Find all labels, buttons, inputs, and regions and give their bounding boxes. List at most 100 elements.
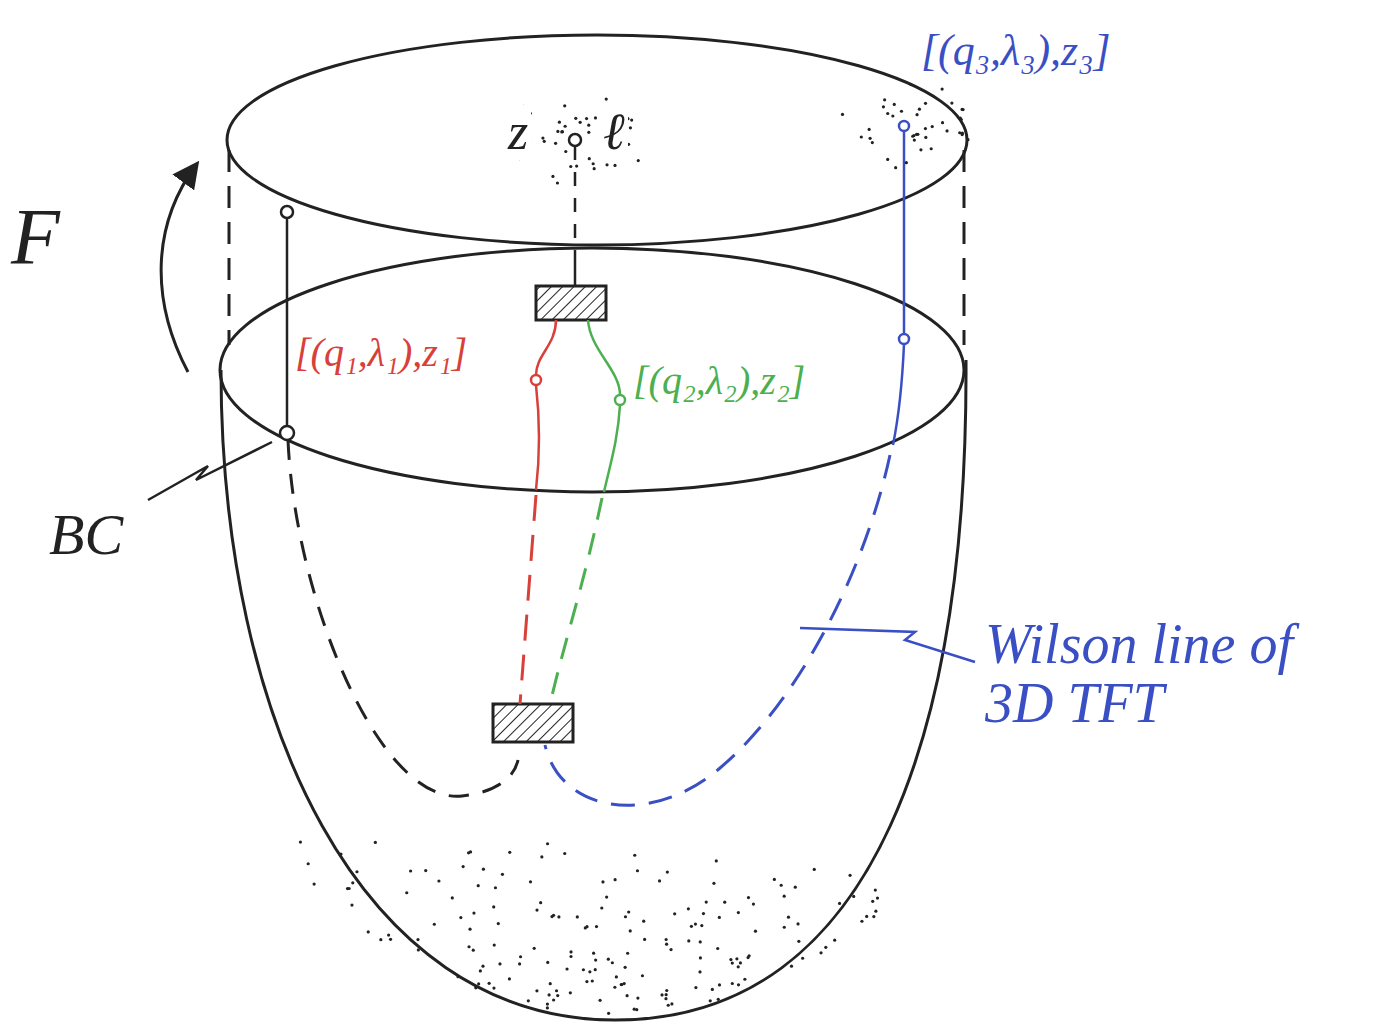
stipple-dot (437, 879, 440, 882)
stipple-dot (379, 938, 382, 941)
stipple-dot (574, 117, 577, 120)
stipple-dot (579, 121, 582, 124)
cylinder-edge (963, 150, 966, 345)
stipple-dot (669, 948, 672, 951)
stipple-dot (592, 952, 595, 955)
stipple-dot (389, 938, 392, 941)
stipple-dot (584, 926, 587, 929)
stipple-dot (576, 915, 579, 918)
stipple-dot (783, 895, 786, 898)
stipple-dot (623, 982, 626, 985)
stipple-dot (739, 961, 742, 964)
stipple-dot (614, 878, 617, 881)
stipple-dot (594, 116, 597, 119)
stipple-dot (558, 121, 561, 124)
stipple-dot (474, 986, 477, 989)
stipple-dot (886, 158, 889, 161)
stipple-dot (575, 164, 578, 167)
stipple-dot (737, 965, 740, 968)
stipple-dot (601, 880, 604, 883)
stipple-dot (801, 957, 804, 960)
stipple-dot (718, 983, 721, 986)
stipple-dot (797, 940, 800, 943)
stipple-dot (417, 948, 420, 951)
stipple-dot (961, 108, 964, 111)
stipple-dot (549, 982, 552, 985)
stipple-dot (893, 103, 896, 106)
stipple-dot (886, 112, 889, 115)
stipple-dot (660, 993, 663, 996)
stipple-dot (533, 947, 536, 950)
point-label: z (505, 105, 531, 160)
wilson-line-label: Wilson line of 3D TFT (982, 615, 1308, 733)
stipple-dot (747, 954, 750, 957)
stipple-dot (687, 939, 690, 942)
green-line (588, 320, 620, 395)
leader-line (148, 442, 272, 500)
stipple-dot (833, 939, 836, 942)
stipple-dot (872, 915, 875, 918)
stipple-dot (735, 957, 738, 960)
stipple-dot (700, 924, 703, 927)
stipple-dot (299, 841, 302, 844)
stipple-dot (709, 999, 712, 1002)
boundary-label: BC (46, 505, 126, 566)
stipple-dot (702, 912, 705, 915)
stipple-dot (624, 915, 627, 918)
stipple-dot (433, 923, 436, 926)
stipple-dot (488, 982, 491, 985)
stipple-dot (931, 125, 934, 128)
stipple-dot (941, 87, 944, 90)
stipple-dot (796, 922, 799, 925)
stipple-dot (462, 865, 465, 868)
stipple-dot (718, 916, 721, 919)
stipple-dot (868, 137, 871, 140)
stipple-dot (546, 1002, 549, 1005)
stipple-dot (508, 977, 511, 980)
stipple-dot (551, 175, 554, 178)
stipple-dot (482, 868, 485, 871)
hidden-line (288, 440, 518, 796)
stipple-dot (737, 983, 740, 986)
stipple-dot (874, 910, 877, 913)
stipple-dot (819, 951, 822, 954)
stipple-dot (752, 902, 755, 905)
stipple-dot (564, 125, 567, 128)
stipple-dot (665, 943, 668, 946)
stipple-dot (550, 915, 553, 918)
stipple-dot (860, 920, 863, 923)
stipple-dot (615, 975, 618, 978)
stipple-dot (711, 988, 714, 991)
stipple-dot (924, 127, 927, 130)
stipple-dot (636, 996, 639, 999)
stipple-dot (716, 947, 719, 950)
stipple-dot (409, 869, 412, 872)
stipple-dot (548, 993, 551, 996)
stipple-dot (883, 98, 886, 101)
stipple-dot (945, 129, 948, 132)
stipple-dot (508, 851, 511, 854)
stipple-dot (535, 908, 538, 911)
stipple-dot (560, 130, 563, 133)
stipple-dot (868, 128, 871, 131)
stipple-dot (900, 110, 903, 113)
stipple-dot (633, 1008, 636, 1011)
stipple-dot (694, 986, 697, 989)
stipple-dot (387, 933, 390, 936)
stipple-dot (699, 940, 702, 943)
stipple-dot (717, 998, 720, 1001)
stipple-dot (919, 148, 922, 151)
stipple-dot (405, 891, 408, 894)
stipple-dot (592, 162, 595, 165)
stipple-dot (497, 922, 500, 925)
stipple-dot (629, 126, 632, 129)
stipple-dot (637, 159, 640, 162)
stipple-dot (613, 986, 616, 989)
stipple-dot (961, 133, 964, 136)
stipple-dot (535, 989, 538, 992)
stipple-dot (687, 907, 690, 910)
stipple-dot (620, 983, 623, 986)
stipple-dot (723, 901, 726, 904)
stipple-dot (588, 970, 591, 973)
stipple-dot (627, 910, 630, 913)
